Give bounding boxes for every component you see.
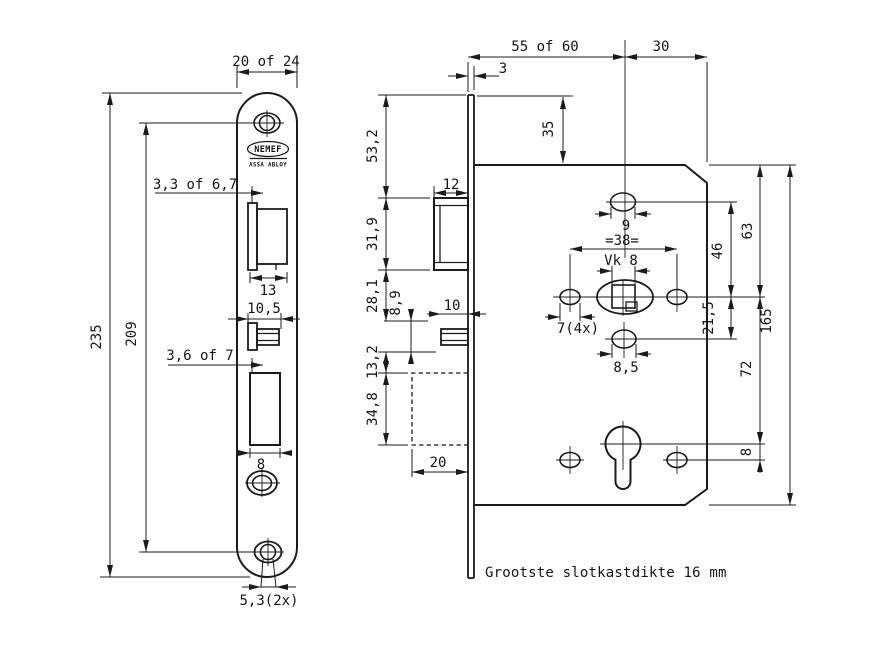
bottom-screw-hole [252, 538, 284, 566]
lower-hole: 8,5 [597, 322, 737, 376]
oval-screw-hole [245, 469, 280, 497]
spindle-follower [596, 279, 654, 316]
svg-text:13,2: 13,2 [365, 345, 381, 379]
svg-text:34,8: 34,8 [365, 392, 381, 426]
dim-spindle-size: Vk 8 [597, 253, 650, 284]
brand-logo: NEMEF ASSA ABLOY [246, 140, 290, 169]
deadbolt-dashed [411, 372, 468, 446]
svg-text:Vk 8: Vk 8 [604, 253, 638, 269]
svg-text:8: 8 [257, 457, 265, 473]
lock-case-outline [474, 164, 708, 506]
svg-text:46: 46 [710, 243, 726, 260]
dim-aux-height: 8,9 [388, 290, 414, 364]
svg-text:20: 20 [430, 455, 447, 471]
deadbolt-front [249, 372, 281, 446]
aux-bolt-side [440, 328, 469, 346]
brand-name: NEMEF [254, 145, 282, 155]
svg-text:8: 8 [739, 448, 755, 456]
dim-screw-dia: 5,3(2x) [239, 558, 299, 609]
dim-latch-offset: 3,3 of 6,7 [153, 177, 263, 204]
follower-holes [553, 283, 765, 312]
latch-bolt-side [433, 197, 469, 271]
dim-plate-to-case-top: 35 [477, 95, 573, 163]
svg-text:35: 35 [541, 121, 557, 138]
euro-cylinder-hole [600, 421, 765, 490]
dim-plate-width: 20 of 24 [232, 54, 300, 88]
dim-screw-spacing: 209 [124, 122, 252, 553]
svg-text:72: 72 [739, 361, 755, 378]
svg-text:53,2: 53,2 [365, 129, 381, 163]
dim-deadbolt-throw: 20 [411, 449, 468, 477]
dim-aux-protrusion: 10 [427, 298, 486, 317]
svg-text:10,5: 10,5 [247, 301, 281, 317]
svg-text:63: 63 [740, 223, 756, 240]
dim-plate-height: 235 [89, 92, 250, 578]
brand-sub: ASSA ABLOY [249, 163, 287, 169]
dim-deadbolt-width: 8 [238, 448, 292, 473]
dim-right-column: 63 46 21,5 72 8 165 [701, 165, 793, 505]
svg-text:7(4x): 7(4x) [557, 321, 599, 337]
note-text: Grootste slotkastdikte 16 mm [485, 565, 727, 581]
bottom-fixing-holes [556, 446, 765, 474]
svg-text:28,1: 28,1 [365, 279, 381, 313]
dim-latch-protrusion: 12 [433, 177, 468, 198]
svg-text:10: 10 [444, 298, 461, 314]
aux-bolt-front [247, 322, 280, 351]
svg-text:30: 30 [653, 39, 670, 55]
svg-text:8,9: 8,9 [388, 290, 404, 315]
logo-oval-icon [246, 140, 290, 158]
svg-text:21,5: 21,5 [701, 301, 717, 335]
dim-aux-width: 10,5 [228, 301, 300, 329]
top-fixing-hole: 9 [595, 192, 737, 234]
dim-left-column: 53,2 31,9 28,1 13,2 34,8 [365, 95, 389, 445]
svg-text:12: 12 [443, 177, 460, 193]
svg-text:=38=: =38= [605, 233, 639, 249]
front-view: NEMEF ASSA ABLOY 3,3 of 6,7 13 10,5 [89, 54, 300, 609]
top-screw-hole [250, 110, 284, 137]
svg-text:20 of 24: 20 of 24 [232, 54, 299, 70]
dim-fixing-holes: 7(4x) [545, 303, 599, 337]
svg-text:9: 9 [622, 218, 630, 234]
svg-text:55 of 60: 55 of 60 [511, 39, 578, 55]
dim-deadbolt-offset: 3,6 of 7 [166, 348, 263, 373]
svg-text:209: 209 [124, 321, 140, 346]
svg-text:8,5: 8,5 [613, 360, 638, 376]
svg-text:3,3 of 6,7: 3,3 of 6,7 [153, 177, 237, 193]
side-view: 12 10 53,2 31,9 28,1 [365, 39, 796, 581]
svg-text:31,9: 31,9 [365, 217, 381, 251]
svg-text:3,6 of 7: 3,6 of 7 [166, 348, 233, 364]
svg-text:3: 3 [499, 61, 507, 77]
dim-latch-width: 13 [249, 272, 288, 299]
svg-text:5,3(2x): 5,3(2x) [239, 593, 298, 609]
faceplate-outline [236, 92, 298, 578]
svg-text:13: 13 [260, 283, 277, 299]
latch-bolt-front [247, 202, 288, 271]
svg-text:235: 235 [89, 324, 105, 349]
dim-top-row: 55 of 60 30 3 [448, 39, 708, 258]
svg-text:165: 165 [759, 308, 775, 333]
right-extension-lines [709, 164, 796, 506]
dim-follower-spacing: =38= [569, 233, 678, 287]
